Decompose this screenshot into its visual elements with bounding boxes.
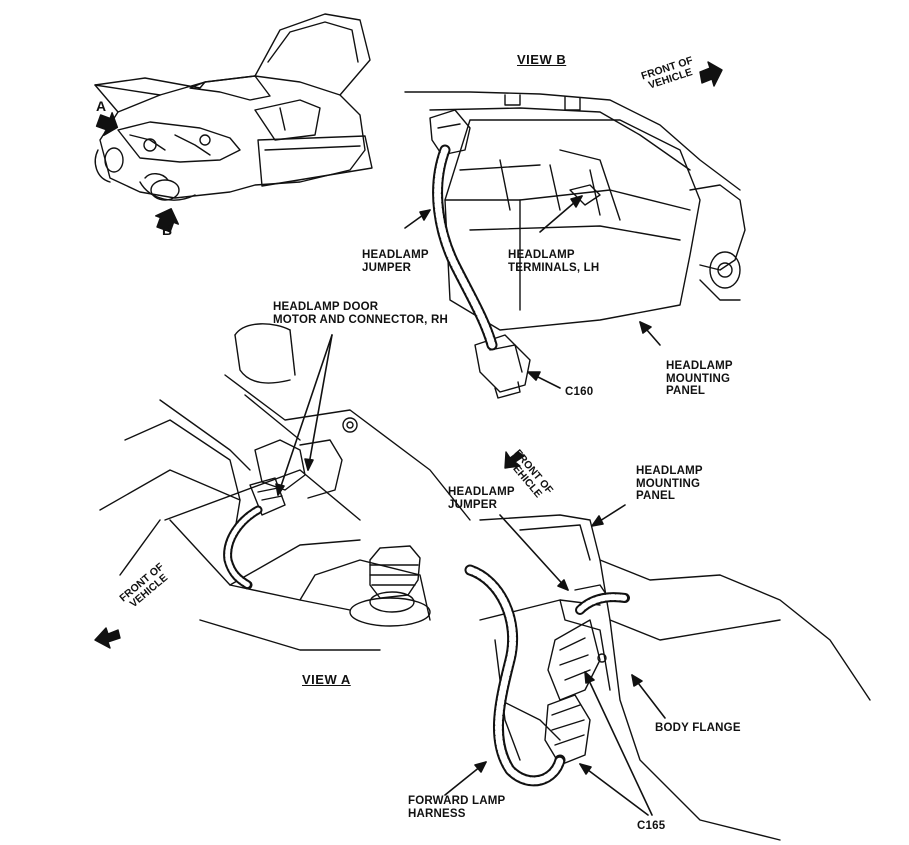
car-overview-illustration: [94, 13, 373, 201]
marker-arrows: [95, 112, 179, 233]
view-b-leader-arrows: [404, 195, 661, 389]
forward-lamp-harness-label: FORWARD LAMP HARNESS: [408, 795, 506, 820]
headlamp-jumper-label-b: HEADLAMP JUMPER: [362, 249, 429, 274]
front-of-vehicle-arrow-c: [504, 451, 525, 469]
marker-a: A: [96, 98, 107, 114]
marker-b: B: [162, 222, 173, 238]
c165-view-illustration: [479, 514, 871, 841]
headlamp-door-motor-label: HEADLAMP DOOR MOTOR AND CONNECTOR, RH: [273, 301, 448, 326]
front-of-vehicle-arrow-a: [94, 627, 121, 649]
c165-label: C165: [637, 820, 666, 832]
front-of-vehicle-arrow-b: [699, 61, 723, 87]
headlamp-mounting-panel-label-c: HEADLAMP MOUNTING PANEL: [636, 465, 703, 502]
headlamp-jumper-label-c: HEADLAMP JUMPER: [448, 486, 515, 511]
forward-lamp-harness-wire: [464, 564, 566, 787]
c160-label: C160: [565, 386, 594, 398]
headlamp-terminals-label: HEADLAMP TERMINALS, LH: [508, 249, 600, 274]
headlamp-mounting-panel-label-b: HEADLAMP MOUNTING PANEL: [666, 360, 733, 397]
view-a-title: VIEW A: [302, 672, 351, 687]
c165-view-leader-arrows: [444, 504, 666, 816]
view-b-illustration: [404, 91, 746, 399]
body-flange-label: BODY FLANGE: [655, 722, 741, 734]
view-a-leader-arrows: [275, 334, 333, 496]
view-a-illustration: [99, 323, 471, 651]
view-b-title: VIEW B: [517, 52, 567, 67]
